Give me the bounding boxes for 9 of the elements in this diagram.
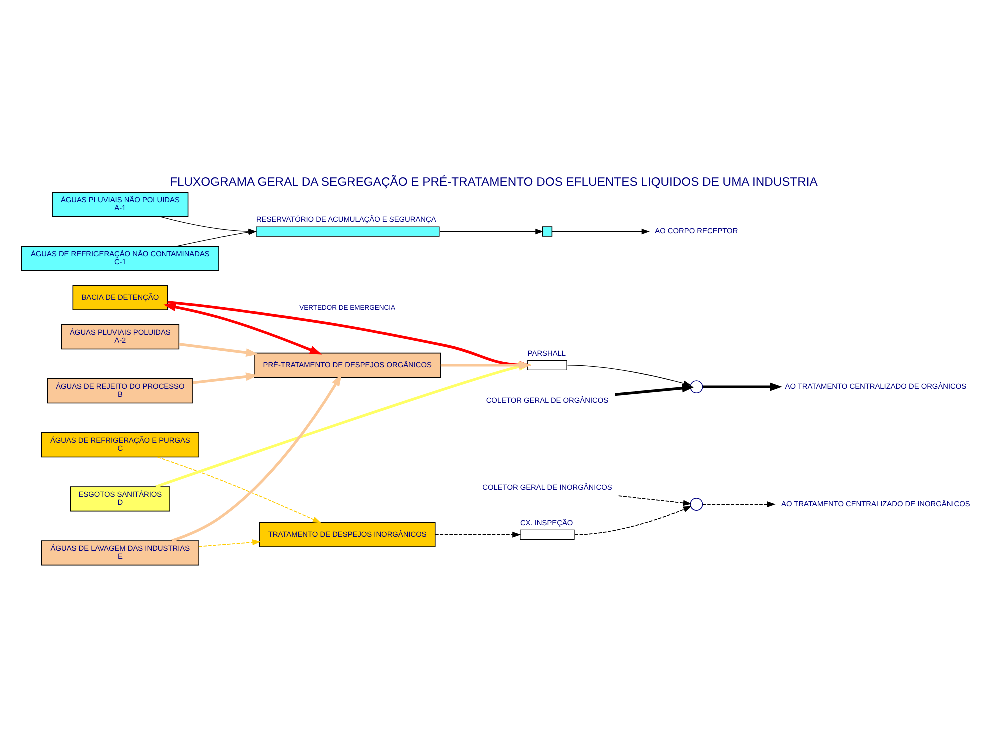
node-label: CX. INSPEÇÃO	[520, 518, 574, 528]
node-label: PARSHALL	[528, 348, 566, 358]
node-text: COLETOR GERAL DE INORGÂNICOS	[482, 483, 612, 492]
node-text: AO TRATAMENTO CENTRALIZADO DE ORGÂNICOS	[785, 382, 967, 391]
node-text: AO CORPO RECEPTOR	[655, 226, 738, 236]
node-label: RESERVATÓRIO DE ACUMULAÇÃO E SEGURANÇA	[256, 215, 436, 224]
node-text: AO TRATAMENTO CENTRALIZADO DE INORGÂNICOS	[782, 499, 970, 508]
diagram-title: FLUXOGRAMA GERAL DA SEGREGAÇÃO E PRÉ-TRATAMENTO DOS EFLUENTES LIQUIDOS DE UMA INDUSTRIA	[170, 175, 818, 190]
node-text: COLETOR GERAL DE ORGÂNICOS	[486, 396, 609, 406]
